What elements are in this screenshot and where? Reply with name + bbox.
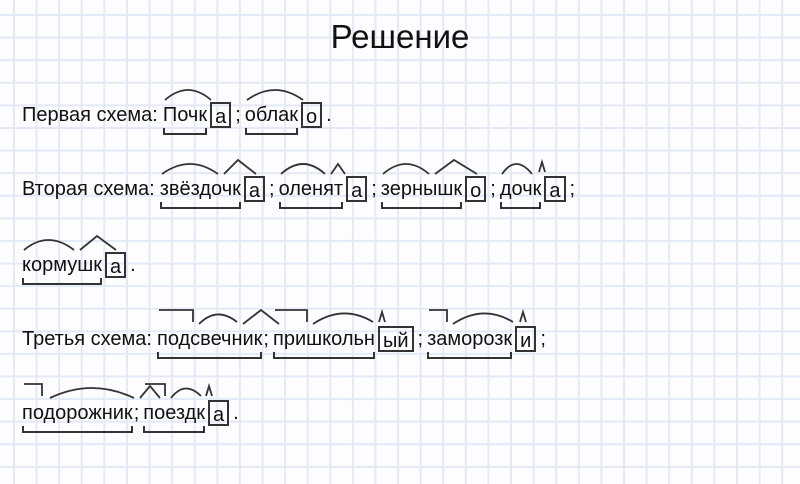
separator: . bbox=[233, 402, 239, 424]
separator: ; bbox=[540, 328, 546, 350]
ending-box: а bbox=[243, 176, 265, 202]
root-arc-icon bbox=[245, 84, 305, 102]
separator: . bbox=[326, 104, 332, 126]
root-arc-icon bbox=[312, 312, 374, 325]
word-base: зернышк bbox=[380, 158, 478, 209]
page-title: Решение bbox=[330, 18, 470, 55]
prefix-bracket-icon bbox=[273, 308, 398, 326]
word-base: пришкольн bbox=[272, 308, 386, 359]
separator: . bbox=[130, 254, 136, 276]
prefix-bracket-icon bbox=[429, 309, 448, 322]
suffix-caret-icon bbox=[242, 308, 280, 325]
word-base: звёздочк bbox=[159, 158, 257, 209]
suffix-caret-icon bbox=[519, 308, 527, 323]
ending-box: о bbox=[301, 102, 323, 128]
word-base: оленят bbox=[278, 162, 346, 209]
root-arc-icon bbox=[381, 158, 481, 176]
separator: ; bbox=[371, 178, 377, 200]
suffix-caret-icon bbox=[205, 382, 214, 397]
word-prishkolny: пришкольн ый bbox=[272, 308, 414, 359]
separator: ; bbox=[133, 402, 140, 424]
suffix-caret-icon bbox=[434, 158, 478, 175]
scheme-line-2: Вторая схема: звёздочк а ; оленят а ; зе… bbox=[22, 158, 579, 209]
suffix-caret-icon bbox=[79, 234, 117, 251]
word-podsvechnik: подсвечник bbox=[156, 308, 280, 359]
scheme-line-1: Первая схема: Почк а ; облак о . bbox=[22, 89, 336, 135]
root-arc-icon bbox=[22, 234, 122, 252]
root-arc-icon bbox=[279, 158, 354, 176]
word-base: подсвечник bbox=[156, 308, 280, 359]
root-arc-icon bbox=[452, 312, 514, 325]
suffix-caret-icon bbox=[223, 158, 257, 175]
word-base: поездк bbox=[143, 382, 214, 433]
word-base: заморозк bbox=[427, 308, 527, 359]
prefix-bracket-icon bbox=[24, 383, 43, 396]
prefix-bracket-icon bbox=[427, 308, 537, 326]
word-base: подорожник bbox=[22, 383, 161, 433]
suffix-caret-icon bbox=[378, 308, 386, 323]
prefix-bracket-icon bbox=[274, 309, 308, 322]
word-zamorozki: заморозк и bbox=[427, 308, 537, 359]
prefix-bracket-icon bbox=[143, 382, 223, 400]
suffix-caret-icon bbox=[139, 384, 161, 399]
root-arc-icon bbox=[49, 387, 135, 399]
root-arc-icon bbox=[170, 387, 202, 399]
word-dochka: дочк а bbox=[499, 158, 566, 209]
ending-box: а bbox=[346, 176, 368, 202]
scheme-line-3-continued: подорожник ; поездк а . bbox=[22, 382, 243, 433]
ending-box: а bbox=[544, 176, 566, 202]
word-oblako: облак о bbox=[244, 89, 323, 135]
ending-box: а bbox=[105, 252, 127, 278]
ending-box: ый bbox=[377, 326, 414, 352]
word-zvezdochka: звёздочк а bbox=[159, 158, 265, 209]
separator: ; bbox=[569, 178, 576, 200]
root-arc-icon bbox=[198, 313, 238, 325]
word-podorozhnik: подорожник bbox=[22, 383, 161, 433]
word-pochka: Почк а bbox=[162, 89, 232, 135]
ending-box: а bbox=[208, 400, 230, 426]
prefix-bracket-icon bbox=[158, 309, 194, 322]
word-poezdka: поездк а bbox=[143, 382, 230, 433]
scheme-label: Вторая схема: bbox=[22, 178, 155, 200]
prefix-bracket-icon bbox=[22, 382, 162, 400]
word-base: кормушк bbox=[22, 234, 117, 285]
suffix-caret-icon bbox=[329, 162, 346, 175]
scheme-line-3: Третья схема: подсвечник ; пришкольн ый … bbox=[22, 308, 550, 359]
root-arc-icon bbox=[500, 158, 552, 176]
scheme-line-2-continued: кормушк а . bbox=[22, 234, 140, 285]
prefix-bracket-icon bbox=[157, 308, 287, 326]
word-base: дочк bbox=[499, 158, 546, 209]
separator: ; bbox=[235, 104, 241, 126]
ending-box: а bbox=[210, 102, 232, 128]
word-kormushka: кормушк а bbox=[22, 234, 127, 285]
word-base: облак bbox=[244, 89, 304, 135]
scheme-label: Третья схема: bbox=[22, 328, 152, 350]
prefix-bracket-icon bbox=[145, 383, 167, 396]
separator: ; bbox=[263, 328, 269, 350]
word-zernyshko: зернышк о bbox=[380, 158, 487, 209]
root-arc-icon bbox=[163, 84, 213, 102]
word-base: Почк bbox=[162, 89, 212, 135]
suffix-caret-icon bbox=[537, 158, 546, 173]
root-arc-icon bbox=[160, 158, 260, 176]
scheme-label: Первая схема: bbox=[22, 104, 158, 126]
separator: ; bbox=[417, 328, 424, 350]
ending-box: и bbox=[515, 326, 537, 352]
separator: ; bbox=[269, 178, 275, 200]
separator: ; bbox=[490, 178, 496, 200]
ending-box: о bbox=[465, 176, 487, 202]
word-olenyata: оленят а bbox=[278, 162, 368, 209]
